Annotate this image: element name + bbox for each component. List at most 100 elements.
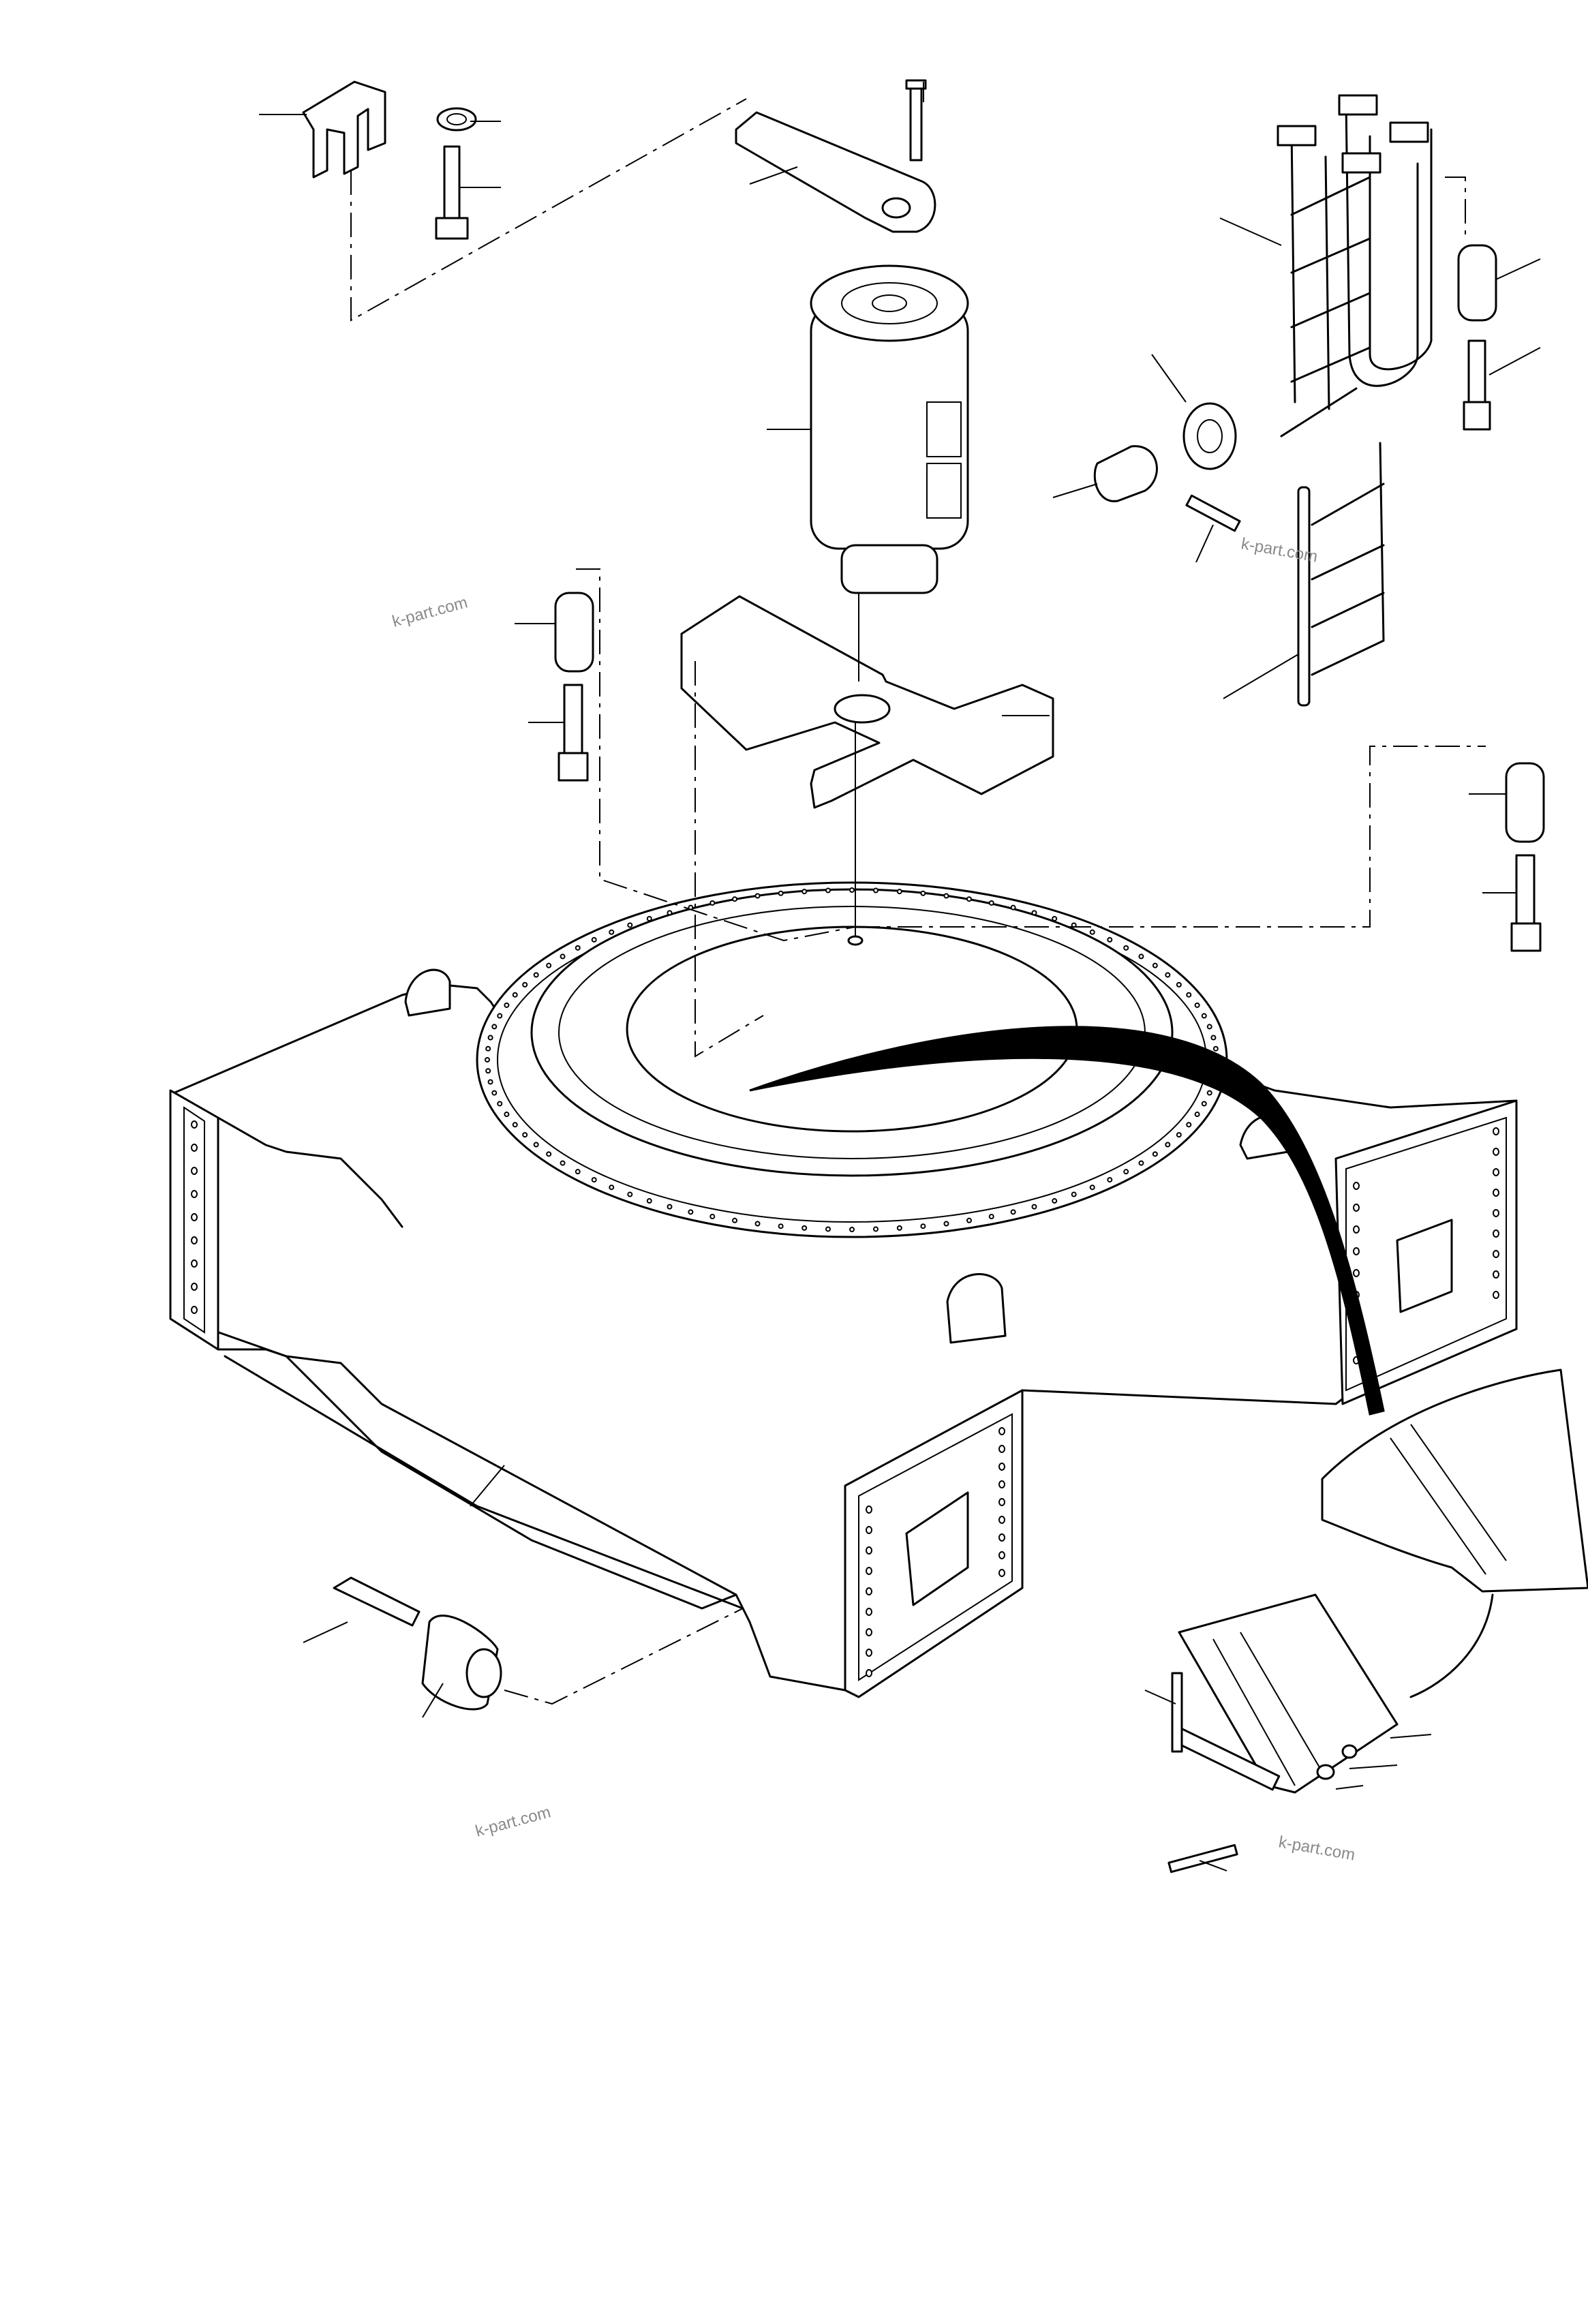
watermark-text: k-part.com [391, 593, 470, 630]
bolt-hole [866, 1649, 872, 1657]
bolt-hole [1493, 1189, 1499, 1197]
bolt-hole [988, 1214, 994, 1220]
bolt-hole [998, 1480, 1005, 1488]
bolt-hole [575, 945, 581, 951]
bolt-hole [191, 1144, 198, 1152]
bracket [302, 80, 477, 240]
bolt-hole [512, 1122, 518, 1128]
leader-lines [259, 82, 1541, 1871]
bolt-hole [560, 953, 566, 960]
bolt-hole [1493, 1168, 1499, 1176]
bolt-hole [1010, 1209, 1016, 1215]
bolt-hole [920, 890, 926, 896]
bolt-hole [1089, 929, 1095, 935]
bolt-hole [1353, 1225, 1360, 1234]
assembly-center-lines [350, 98, 1486, 1705]
bolt-hole [487, 1079, 493, 1085]
bolt-hole [522, 981, 528, 988]
bolt-hole [825, 1226, 831, 1232]
bolt-hole [866, 1546, 872, 1555]
bolt-hole [1123, 945, 1129, 951]
bolt-hole [1052, 1198, 1058, 1204]
bolt-hole [866, 1567, 872, 1575]
bolt-hole [998, 1551, 1005, 1559]
bolt-hole [1212, 1045, 1219, 1052]
spacer-bolt-left [554, 592, 594, 782]
tie-bar [735, 79, 936, 233]
bolt-hole [533, 972, 539, 978]
spacer-bolt-right [1505, 762, 1545, 952]
bolt-hole [998, 1427, 1005, 1435]
bolt-hole [1493, 1291, 1499, 1299]
bolt-hole [191, 1283, 198, 1291]
bolt-hole [591, 936, 597, 943]
bolt-hole [732, 896, 738, 902]
bolt-hole [866, 1505, 872, 1514]
bolt-hole [1031, 910, 1037, 916]
bolt-hole [966, 1217, 972, 1223]
bolt-hole [1165, 972, 1171, 978]
bolt-hole [1089, 1184, 1095, 1191]
bolt-hole [522, 1132, 528, 1138]
bolt-hole [1176, 1132, 1182, 1138]
bolt-hole [1353, 1204, 1360, 1212]
ring-bolt-holes [485, 887, 1219, 1232]
bolt-hole [732, 1217, 738, 1223]
bolt-hole [1071, 1191, 1077, 1197]
bolt-hole [191, 1259, 198, 1268]
bolt-hole [1031, 1204, 1037, 1210]
ladder-mid [1093, 402, 1385, 707]
bolt-hole [1353, 1182, 1360, 1190]
ladder-top [1277, 94, 1497, 438]
bolt-hole [1165, 1142, 1171, 1148]
bolt-hole [1138, 1160, 1144, 1166]
bolt-hole [191, 1306, 198, 1314]
bolt-hole [533, 1142, 539, 1148]
bolt-hole [896, 1225, 902, 1231]
bolt-hole [512, 992, 518, 998]
bolt-hole [667, 1204, 673, 1210]
bolt-hole [825, 887, 831, 893]
lifting-lug [404, 968, 451, 1017]
watermark-text: k-part.com [474, 1803, 553, 1840]
bolt-hole [866, 1526, 872, 1534]
bolt-hole [491, 1024, 498, 1030]
bolt-hole [1206, 1024, 1212, 1030]
bolt-hole [646, 1198, 652, 1204]
bolt-hole [754, 1221, 761, 1227]
lifting-lug [946, 1273, 1007, 1344]
main-frame [169, 983, 1518, 1698]
bolt-hole [191, 1236, 198, 1244]
bolt-hole [778, 1223, 784, 1229]
bolt-hole [191, 1213, 198, 1221]
bolt-hole [754, 893, 761, 899]
bolt-hole [646, 915, 652, 921]
bolt-hole [966, 896, 972, 902]
bolt-hole [988, 900, 994, 906]
bolt-hole [491, 1090, 498, 1096]
bolt-hole [485, 1045, 491, 1052]
bolt-hole [920, 1223, 926, 1229]
bolt-hole [497, 1101, 503, 1107]
bolt-hole [609, 1184, 615, 1191]
bolt-hole [688, 1209, 694, 1215]
bolt-hole [191, 1190, 198, 1198]
bolt-hole [1210, 1035, 1217, 1041]
bolt-hole [1194, 1112, 1200, 1118]
bolt-hole [896, 889, 902, 895]
bolt-hole [591, 1177, 597, 1183]
bolt-hole [1138, 953, 1144, 960]
bolt-hole [560, 1160, 566, 1166]
cross-plate [680, 595, 1054, 946]
swing-drive-motor [810, 264, 969, 682]
bolt-hole [709, 1214, 716, 1220]
detail-inset [1167, 1369, 1588, 1874]
bolt-hole [1107, 936, 1113, 943]
bolt-hole [849, 1227, 855, 1232]
bolt-hole [1107, 1177, 1113, 1183]
bolt-hole [866, 1587, 872, 1595]
bolt-hole [485, 1068, 491, 1074]
bolt-hole [191, 1120, 198, 1129]
bolt-hole [1493, 1148, 1499, 1156]
bolt-hole [627, 1191, 633, 1197]
